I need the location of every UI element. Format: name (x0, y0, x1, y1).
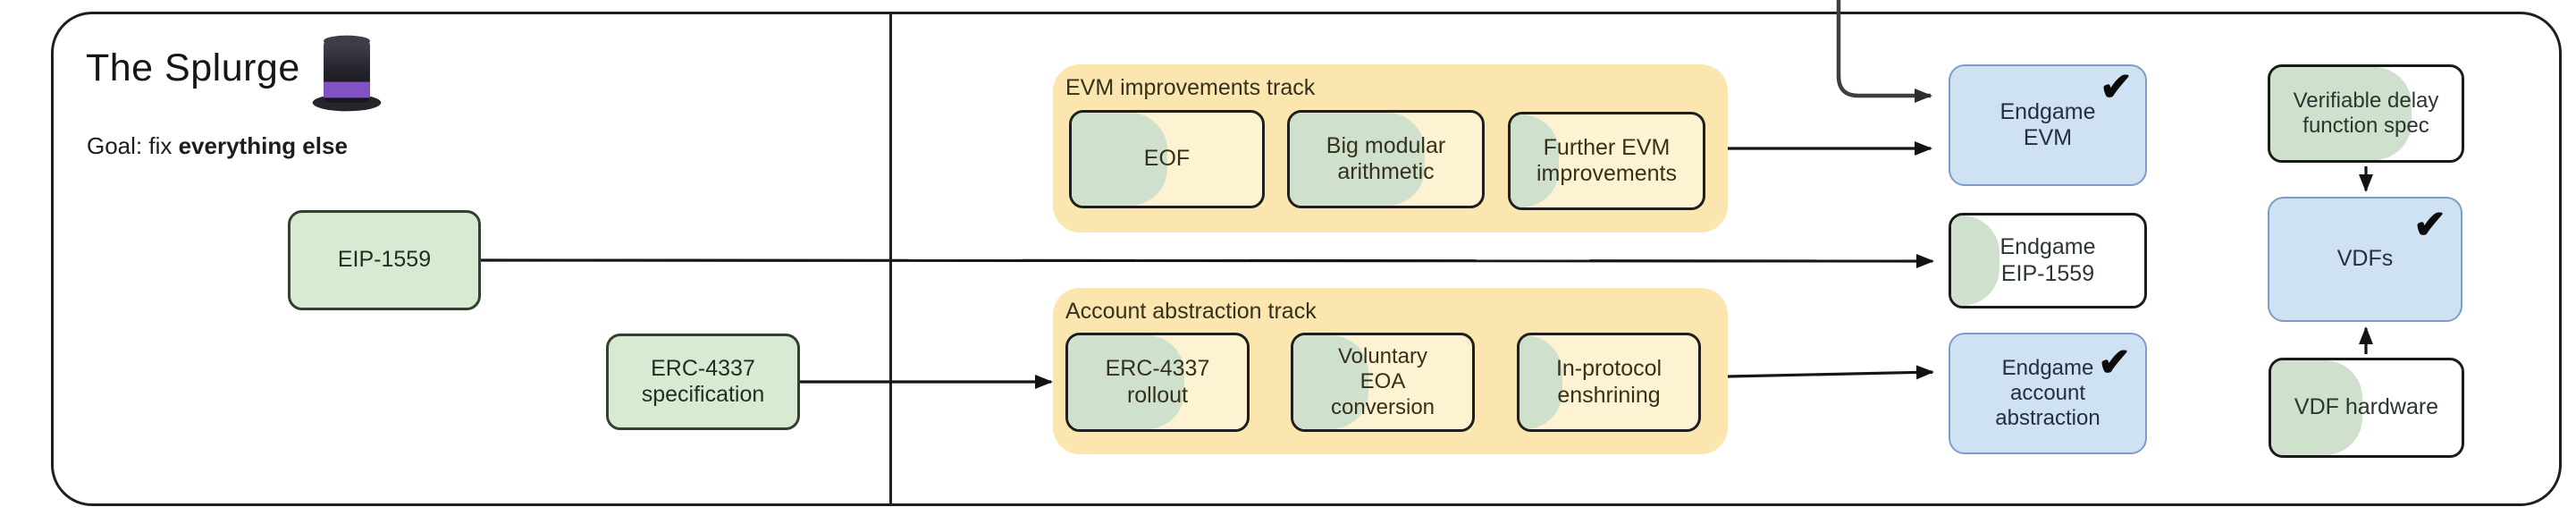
node-label: EOF (1143, 146, 1191, 172)
track-aa-title: Account abstraction track (1065, 299, 1317, 324)
node-label: ERC-4337 (651, 355, 755, 381)
node-label: Voluntary (1337, 344, 1428, 369)
node-label: abstraction (1995, 406, 2100, 431)
progress-fill (1511, 114, 1559, 207)
goal-prefix: Goal: fix (87, 132, 179, 159)
check-icon: ✔ (2413, 203, 2446, 247)
track-evm-improvements: EVM improvements track EOF Big modular a… (1053, 64, 1728, 232)
progress-fill (1520, 335, 1562, 429)
node-label: In-protocol (1555, 356, 1663, 381)
node-voluntary-eoa-conversion: Voluntary EOA conversion (1291, 333, 1475, 432)
node-label: Further EVM (1543, 134, 1671, 160)
check-icon: ✔ (2100, 65, 2133, 109)
node-label: function spec (2302, 114, 2429, 138)
node-label: rollout (1126, 382, 1189, 408)
progress-fill (1290, 113, 1425, 206)
diagram-frame (51, 12, 2562, 506)
node-label: EVM (2023, 125, 2073, 150)
node-verifiable-delay-function-spec: Verifiable delay function spec (2268, 64, 2464, 163)
progress-fill (1293, 335, 1368, 429)
node-vdfs: ✔ VDFs (2268, 197, 2462, 322)
track-account-abstraction: Account abstraction track ERC-4337 rollo… (1053, 288, 1728, 454)
node-further-evm-improvements: Further EVM improvements (1508, 112, 1705, 210)
node-label: EIP-1559 (2000, 260, 2095, 286)
progress-fill (1068, 335, 1184, 429)
node-label: improvements (1536, 161, 1677, 186)
node-label: EOA (1360, 369, 1406, 394)
goal-text: Goal: fix everything else (87, 132, 348, 160)
node-endgame-account-abstraction: ✔ Endgame account abstraction (1949, 333, 2147, 454)
section-divider (889, 13, 892, 503)
progress-fill (2271, 360, 2363, 455)
node-erc-4337-specification: ERC-4337 specification (606, 334, 800, 430)
top-hat-icon (312, 35, 382, 112)
progress-fill (1951, 216, 1999, 306)
node-label: Verifiable delay (2293, 88, 2439, 113)
node-big-modular-arithmetic: Big modular arithmetic (1287, 110, 1485, 208)
node-label: specification (641, 382, 765, 407)
node-label: ERC-4337 (1105, 356, 1210, 381)
track-evm-title: EVM improvements track (1065, 75, 1316, 100)
node-label: EIP-1559 (337, 247, 432, 273)
node-label: arithmetic (1337, 159, 1435, 184)
node-in-protocol-enshrining: In-protocol enshrining (1517, 333, 1701, 432)
node-label: Endgame (1999, 98, 2096, 124)
node-erc-4337-rollout: ERC-4337 rollout (1065, 333, 1250, 432)
node-eip-1559: EIP-1559 (288, 210, 481, 310)
node-label: Endgame (2001, 355, 2094, 380)
node-eof: EOF (1069, 110, 1265, 208)
node-label: enshrining (1557, 382, 1661, 408)
node-vdf-hardware: VDF hardware (2269, 358, 2464, 458)
node-endgame-eip-1559: Endgame EIP-1559 (1949, 213, 2147, 308)
node-label: VDF hardware (2294, 394, 2439, 420)
node-endgame-evm: ✔ Endgame EVM (1949, 64, 2147, 186)
node-label: Big modular (1326, 132, 1446, 158)
progress-fill (2270, 67, 2412, 160)
progress-fill (1072, 113, 1167, 206)
node-label: account (2009, 380, 2086, 405)
check-icon: ✔ (2098, 341, 2131, 385)
goal-emphasis: everything else (178, 132, 348, 159)
node-label: conversion (1330, 394, 1435, 419)
node-label: Endgame (1999, 234, 2096, 259)
node-label: VDFs (2336, 246, 2394, 272)
page-title: The Splurge (86, 46, 300, 89)
